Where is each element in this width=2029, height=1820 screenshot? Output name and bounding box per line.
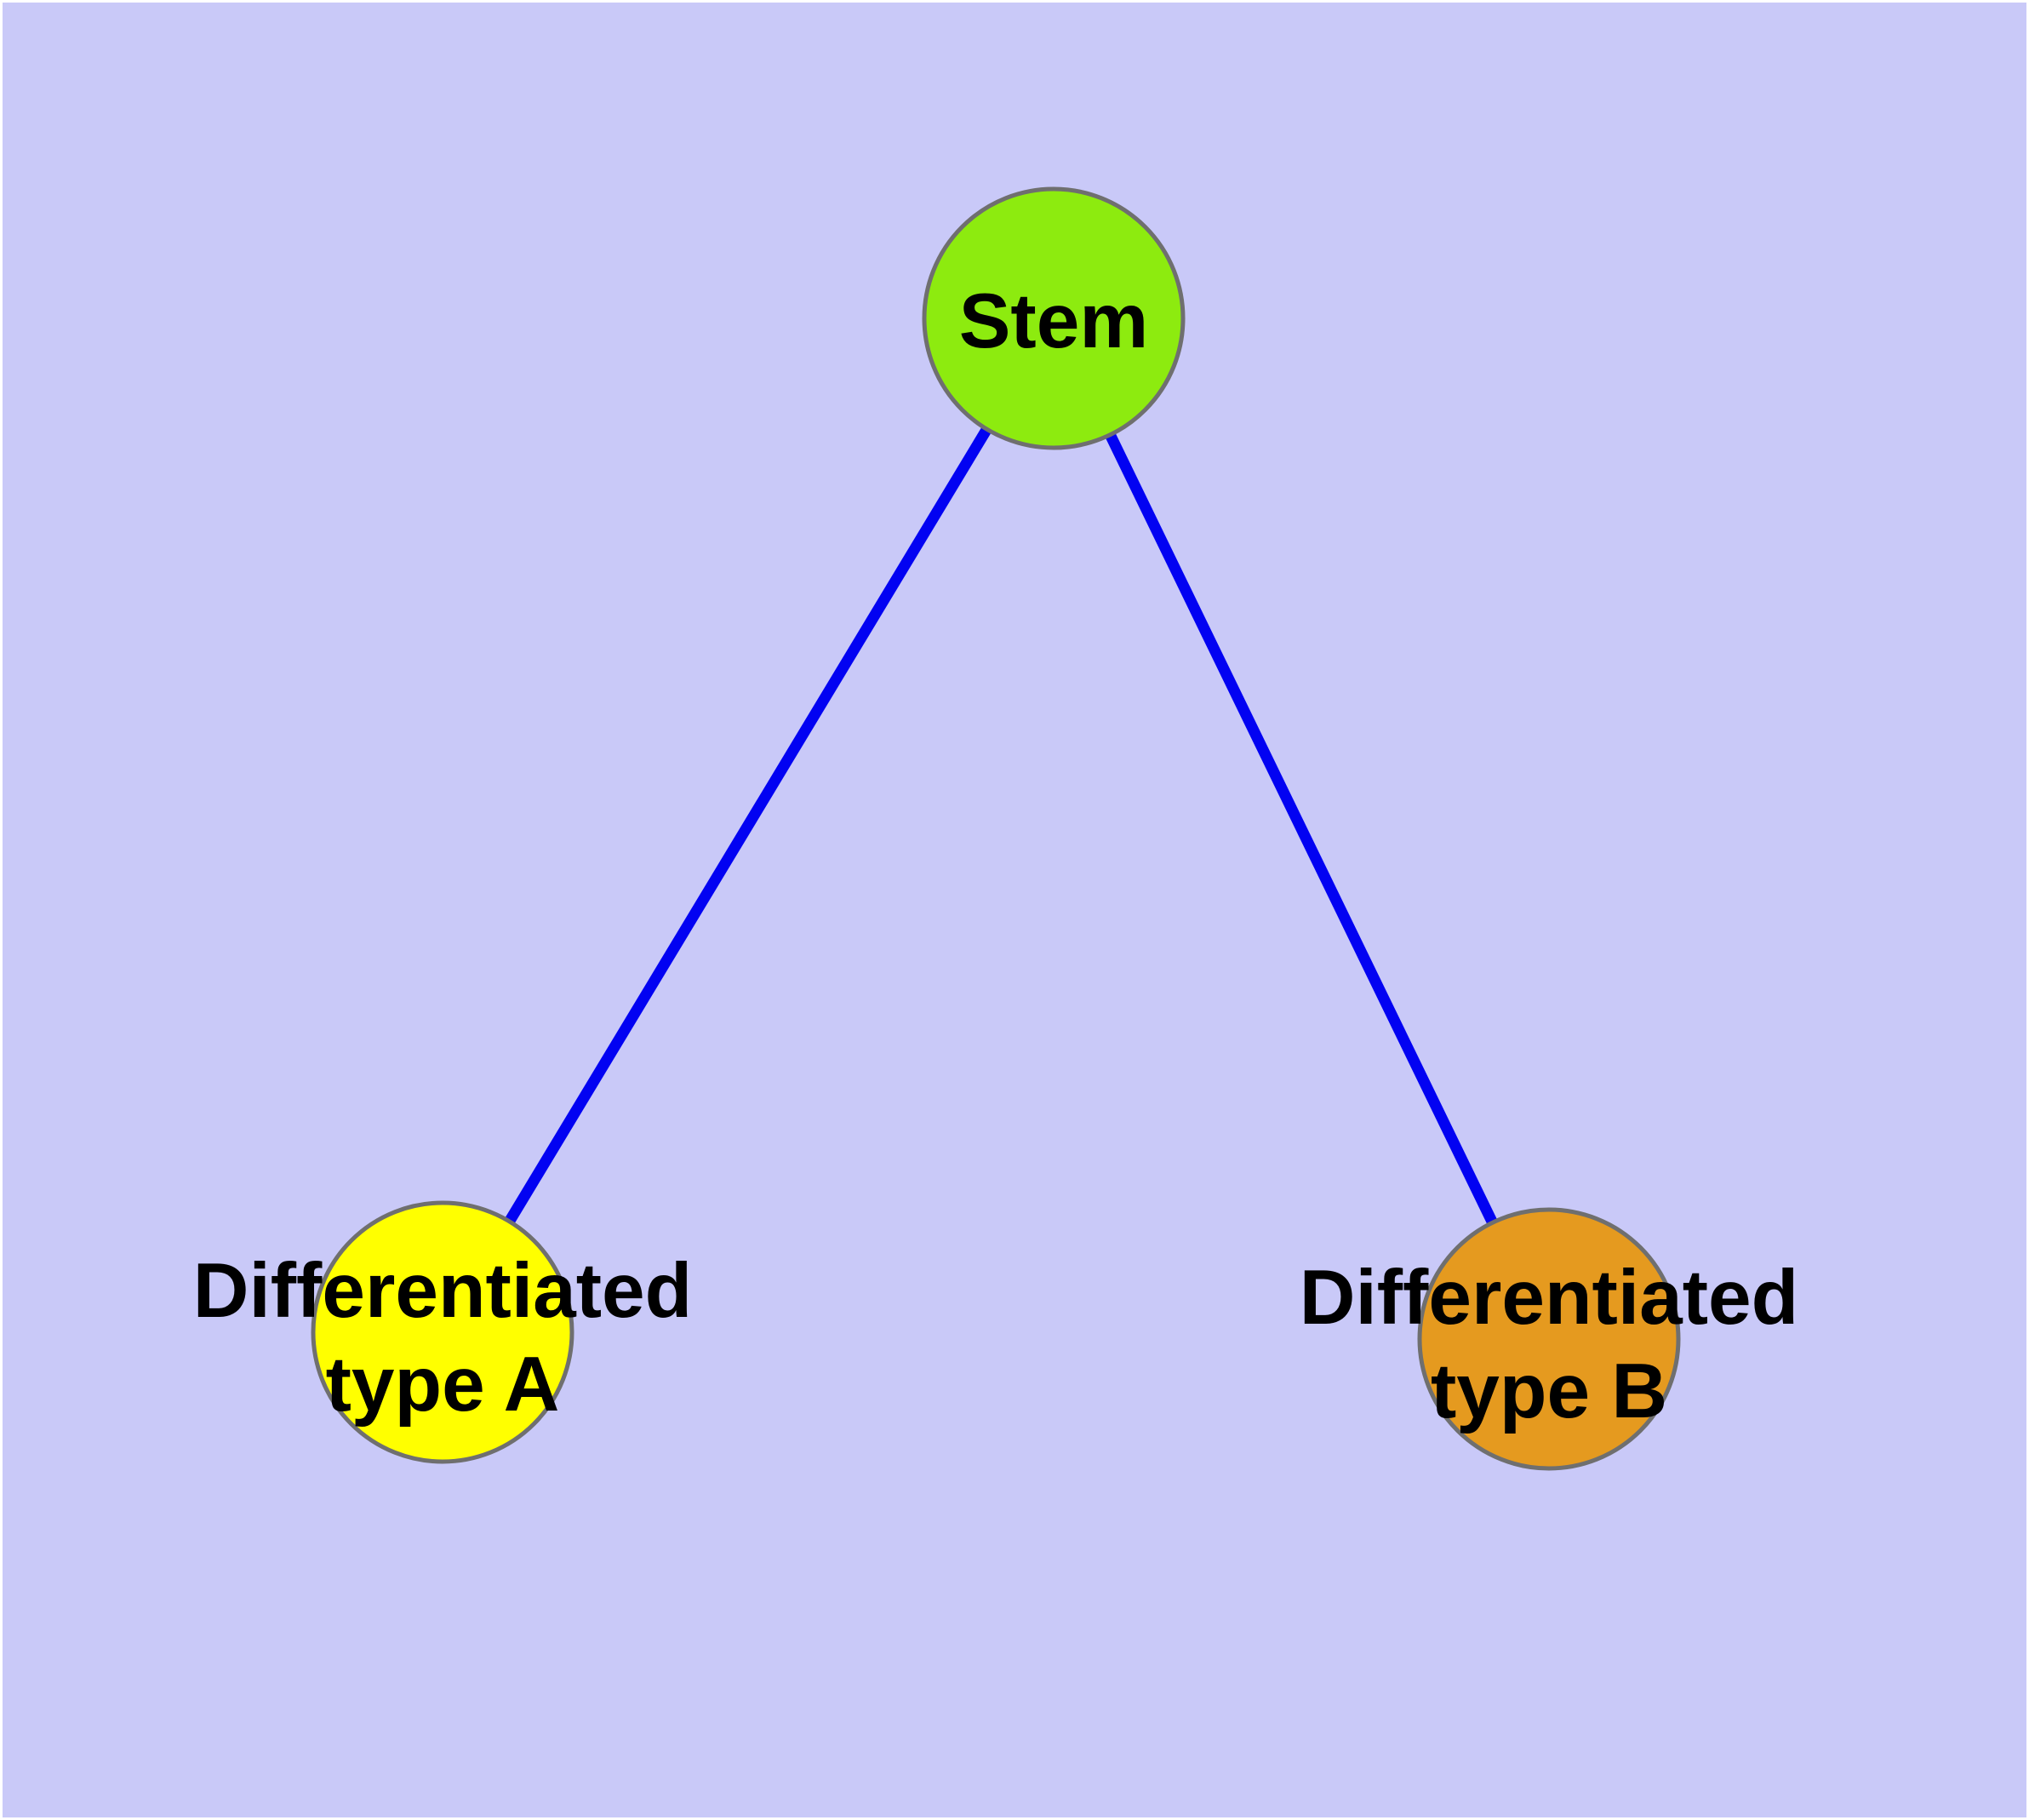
node-circle-stem xyxy=(922,186,1186,450)
node-label-line: Differentiated xyxy=(1300,1255,1799,1341)
node-circle-type-b xyxy=(1417,1207,1681,1471)
node-label-line: Differentiated xyxy=(193,1248,693,1334)
edge-stem-type-b xyxy=(1049,316,1554,1342)
node-stem: Stem xyxy=(922,186,1186,450)
node-label-line: type A xyxy=(326,1342,560,1428)
node-circle-type-a xyxy=(311,1200,574,1464)
node-label-line: type B xyxy=(1431,1348,1667,1434)
edge-stem-type-a xyxy=(437,315,1059,1336)
node-label-line: Stem xyxy=(959,278,1149,364)
node-label-stem: Stem xyxy=(959,278,1149,364)
